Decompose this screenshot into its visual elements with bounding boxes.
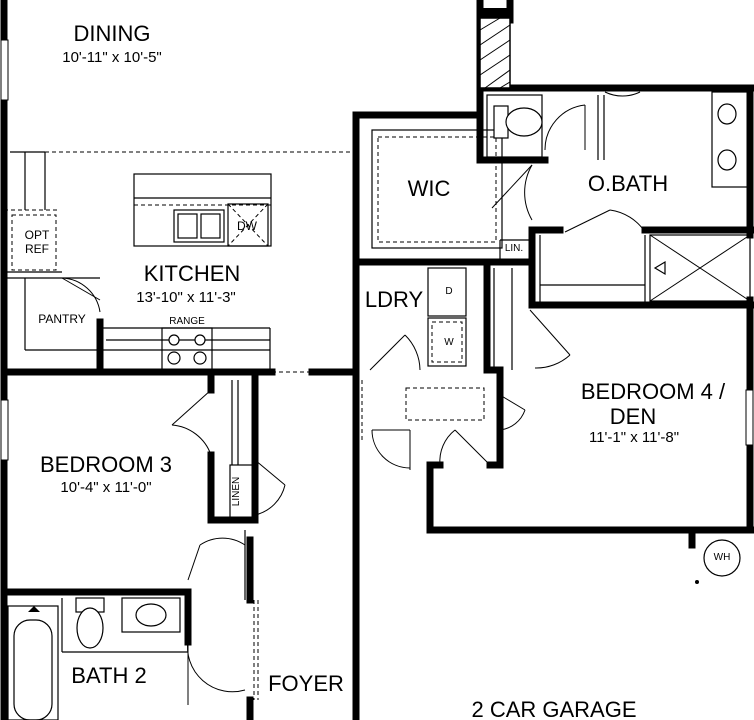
room-dims-bedroom3: 10'-4" x 11'-0" (60, 479, 152, 496)
room-name-ldry: LDRY (364, 287, 424, 312)
obath-fixtures (486, 91, 751, 305)
room-dims-dining: 10'-11" x 10'-5" (62, 49, 162, 66)
label-water-heater: WH (713, 552, 731, 563)
garage-fixtures (695, 539, 741, 584)
label-range: RANGE (169, 316, 205, 327)
label-ref: REF (25, 242, 49, 256)
dashed-lines (4, 151, 485, 421)
room-name-obath: O.BATH (587, 171, 669, 196)
bedroom3-fixtures (171, 380, 286, 600)
room-name-dining: DINING (73, 21, 151, 46)
room-name-bedroom3: BEDROOM 3 (39, 452, 173, 477)
label-pantry: PANTRY (38, 312, 86, 326)
room-dims-kitchen: 13'-10" x 11'-3" (136, 289, 236, 306)
bath2-fixtures (7, 597, 246, 720)
hall-doors (357, 380, 526, 470)
label-lin: LIN. (504, 243, 524, 254)
laundry-fixtures (369, 267, 571, 371)
kitchen-fixtures (4, 151, 272, 373)
room-name-bedroom4: BEDROOM 4 / (580, 379, 726, 404)
label-opt: OPT (24, 228, 50, 242)
foyer-fixtures (253, 600, 259, 700)
wic-fixtures (371, 129, 533, 262)
room-name-foyer: FOYER (268, 671, 344, 696)
room-name-kitchen: KITCHEN (143, 261, 241, 286)
label-linen: LINEN (231, 476, 243, 507)
room-name-bath2: BATH 2 (71, 663, 147, 688)
hatched-chase (479, 8, 511, 89)
room-name-wic: WIC (407, 176, 451, 201)
label-dryer: D (445, 286, 453, 297)
room-name-bedroom4-line2: DEN (609, 404, 657, 429)
windows (0, 39, 754, 461)
room-name-garage: 2 CAR GARAGE (471, 697, 637, 720)
label-washer: W (444, 337, 454, 348)
room-dims-bedroom4: 11'-1" x 11'-8" (588, 429, 680, 446)
label-dw: DW (237, 219, 257, 233)
